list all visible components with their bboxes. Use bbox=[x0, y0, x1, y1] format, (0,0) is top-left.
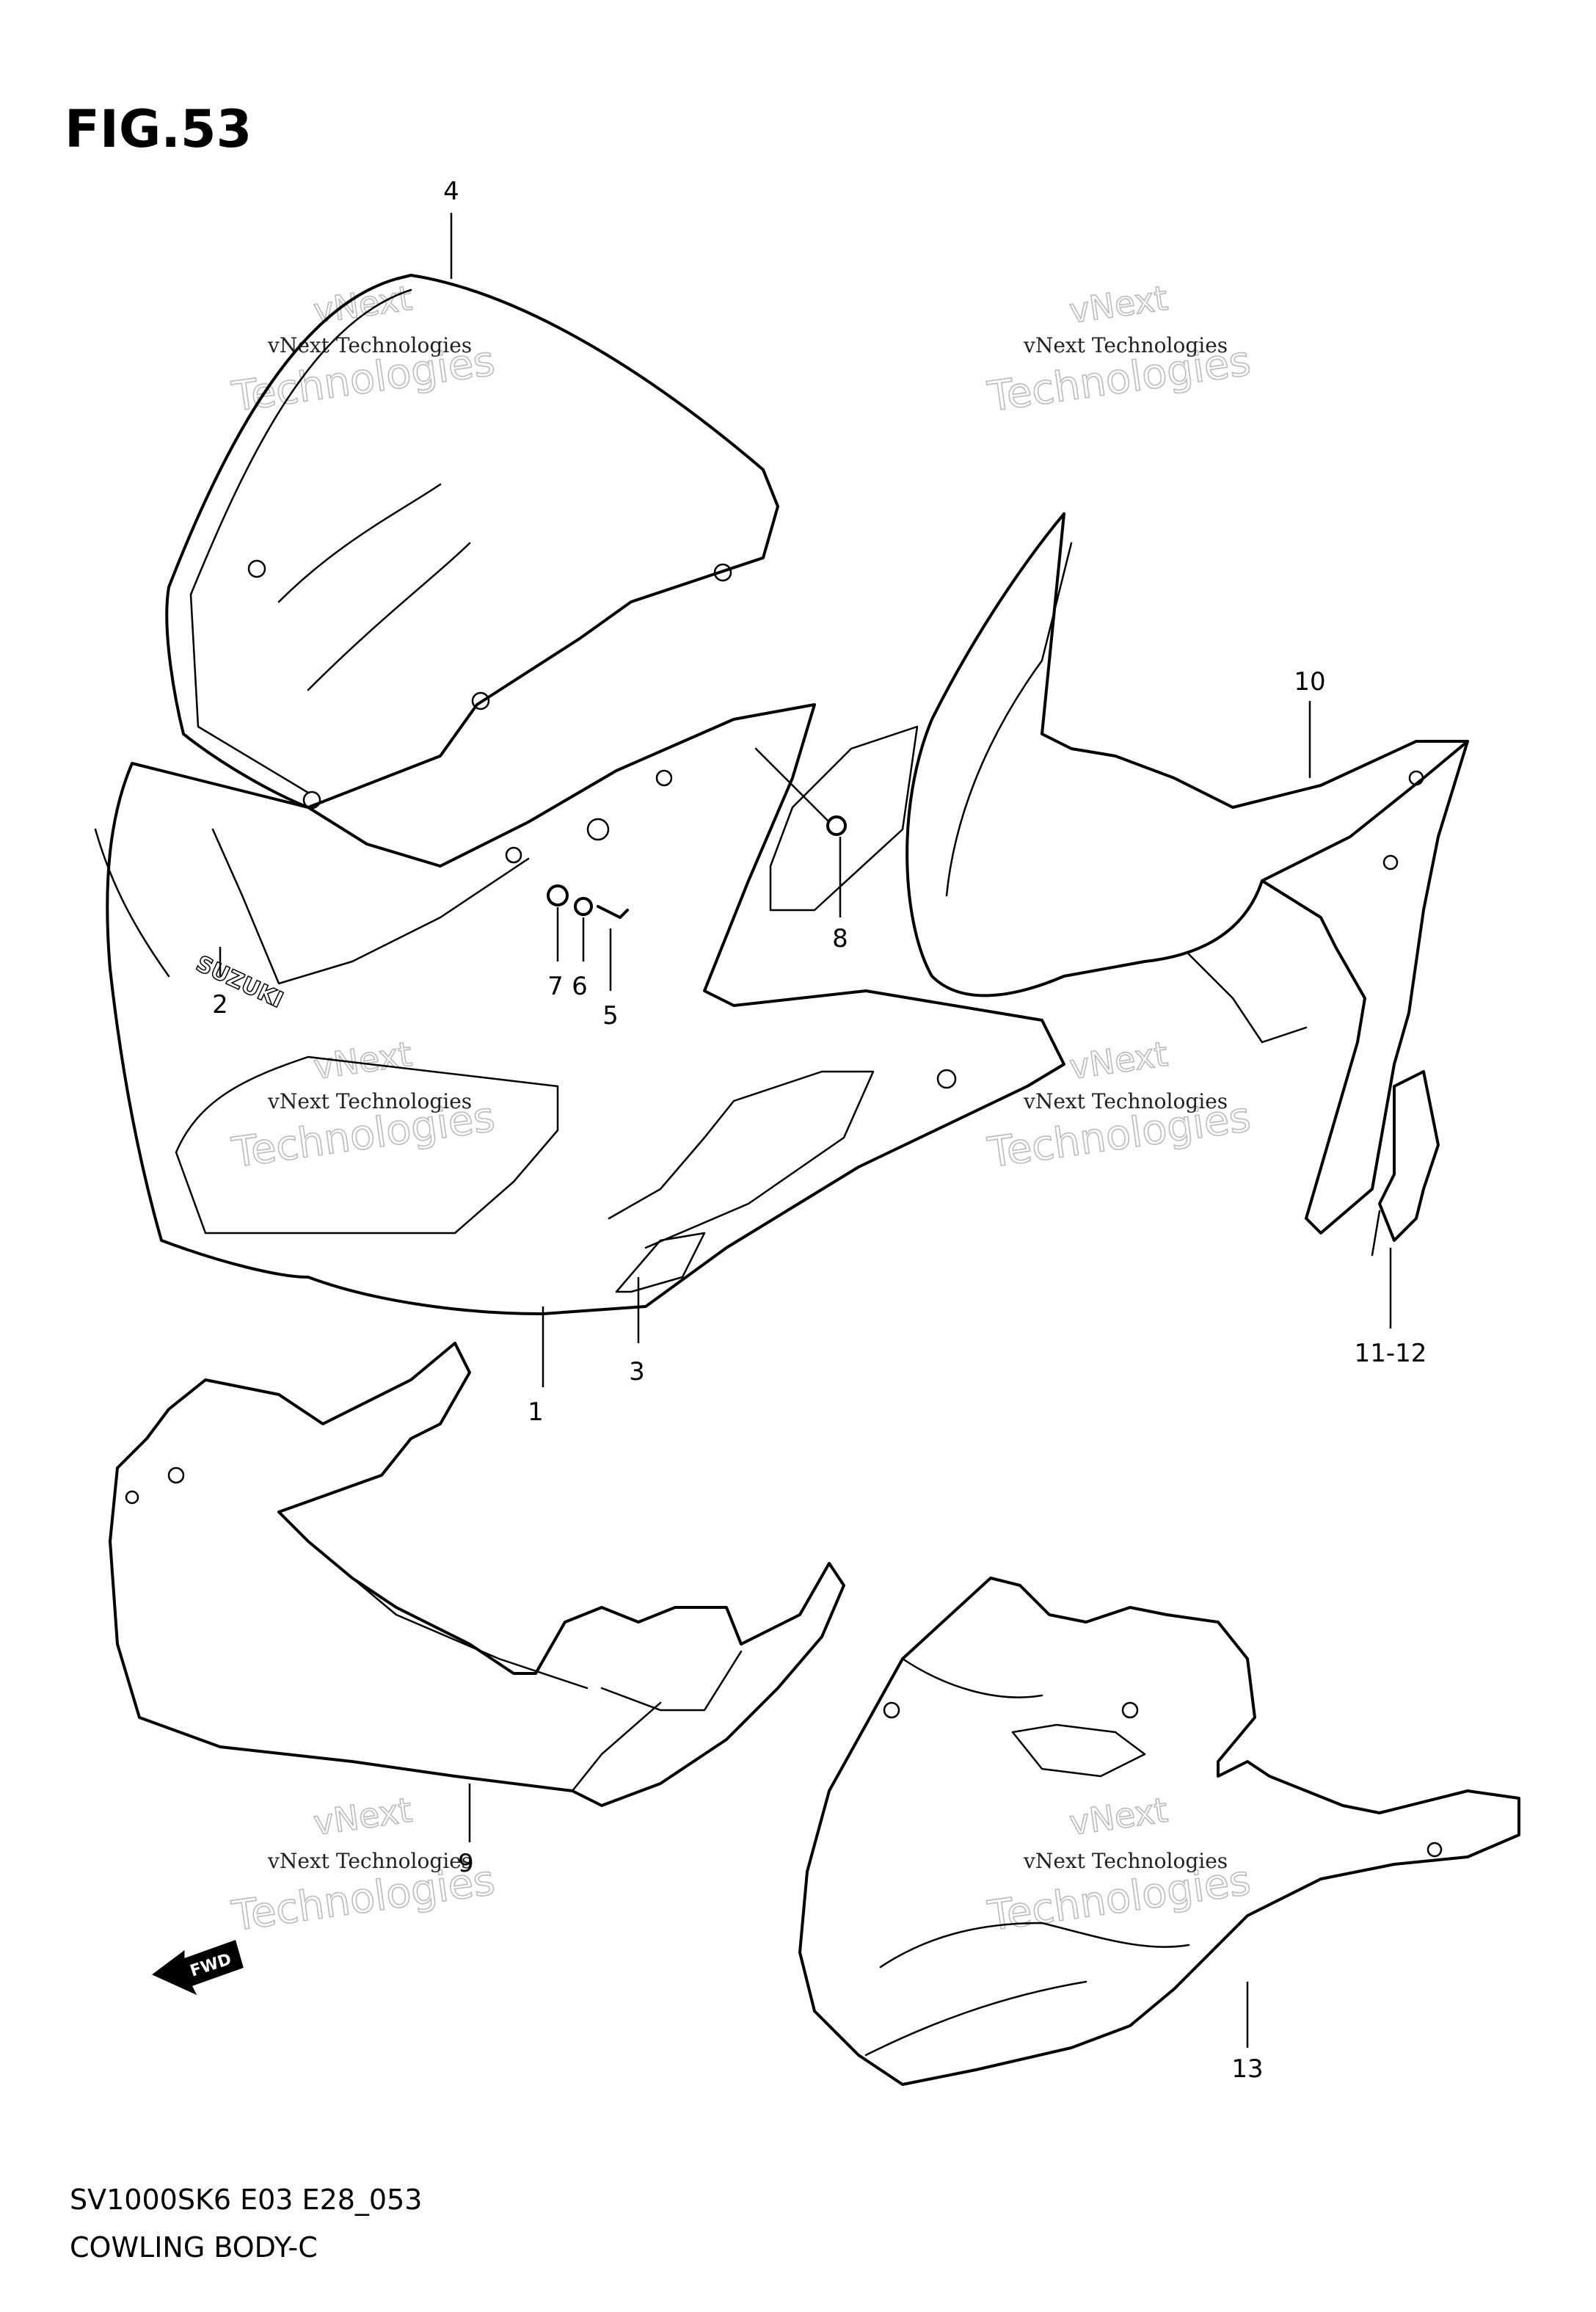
callout-7: 7 bbox=[547, 972, 564, 1001]
watermark-group-4: vNext Technologies vNext Technologies bbox=[984, 1033, 1254, 1178]
callout-11-12: 11-12 bbox=[1355, 1339, 1427, 1368]
section-name: COWLING BODY-C bbox=[70, 2231, 318, 2264]
watermark-small: vNext Technologies bbox=[1023, 1089, 1228, 1113]
watermark-small: vNext Technologies bbox=[267, 1089, 472, 1113]
watermark-top: vNext bbox=[311, 278, 415, 331]
brand-decal: SUZUKI bbox=[192, 951, 287, 1014]
watermark-small: vNext Technologies bbox=[1023, 1849, 1228, 1873]
watermark-group-6: vNext Technologies vNext Technologies bbox=[984, 1789, 1254, 1941]
part-13-under-cowling bbox=[798, 1577, 1520, 2086]
callout-5: 5 bbox=[602, 1001, 619, 1030]
callout-3: 3 bbox=[629, 1357, 645, 1386]
watermark-small: vNext Technologies bbox=[1023, 333, 1228, 357]
watermark-small: vNext Technologies bbox=[267, 333, 472, 357]
watermark-group-1: vNext Technologies vNext Technologies bbox=[228, 277, 498, 422]
watermark-top: vNext bbox=[311, 1034, 415, 1087]
callout-labels: 4 2 1 3 5 6 7 8 10 11-12 9 13 bbox=[212, 177, 1426, 2084]
callout-4: 4 bbox=[443, 177, 459, 206]
callout-10: 10 bbox=[1294, 667, 1325, 697]
callout-2: 2 bbox=[212, 990, 228, 1019]
watermark-top: vNext bbox=[1067, 1034, 1170, 1087]
watermark-small: vNext Technologies bbox=[267, 1849, 472, 1873]
watermark-group-2: vNext Technologies vNext Technologies bbox=[984, 277, 1254, 422]
figure-title: FIG.53 bbox=[65, 99, 252, 159]
callout-9: 9 bbox=[458, 1849, 474, 1878]
part-1-upper-cowling: SUZUKI bbox=[94, 703, 1065, 1315]
part-9-lower-cowling bbox=[109, 1342, 845, 1807]
part-11-12-brackets bbox=[1371, 1070, 1440, 1257]
part-10-inner-panel bbox=[769, 512, 1469, 1235]
callout-1: 1 bbox=[528, 1397, 544, 1427]
forward-arrow-icon bbox=[152, 1940, 244, 1996]
model-code: SV1000SK6 E03 E28_053 bbox=[70, 2184, 422, 2216]
callout-13: 13 bbox=[1231, 2054, 1263, 2084]
watermark-top: vNext bbox=[1067, 278, 1170, 331]
callout-6: 6 bbox=[572, 972, 588, 1001]
watermark-group-5: vNext Technologies vNext Technologies bbox=[228, 1789, 498, 1941]
watermark-top: vNext bbox=[1067, 1790, 1170, 1843]
fasteners bbox=[505, 747, 847, 919]
leader-lines bbox=[219, 213, 1392, 2048]
watermark-top: vNext bbox=[311, 1790, 415, 1843]
callout-8: 8 bbox=[832, 924, 848, 953]
forward-arrow: FWD bbox=[152, 1940, 244, 1996]
watermark-group-3: vNext Technologies vNext Technologies bbox=[228, 1033, 498, 1178]
